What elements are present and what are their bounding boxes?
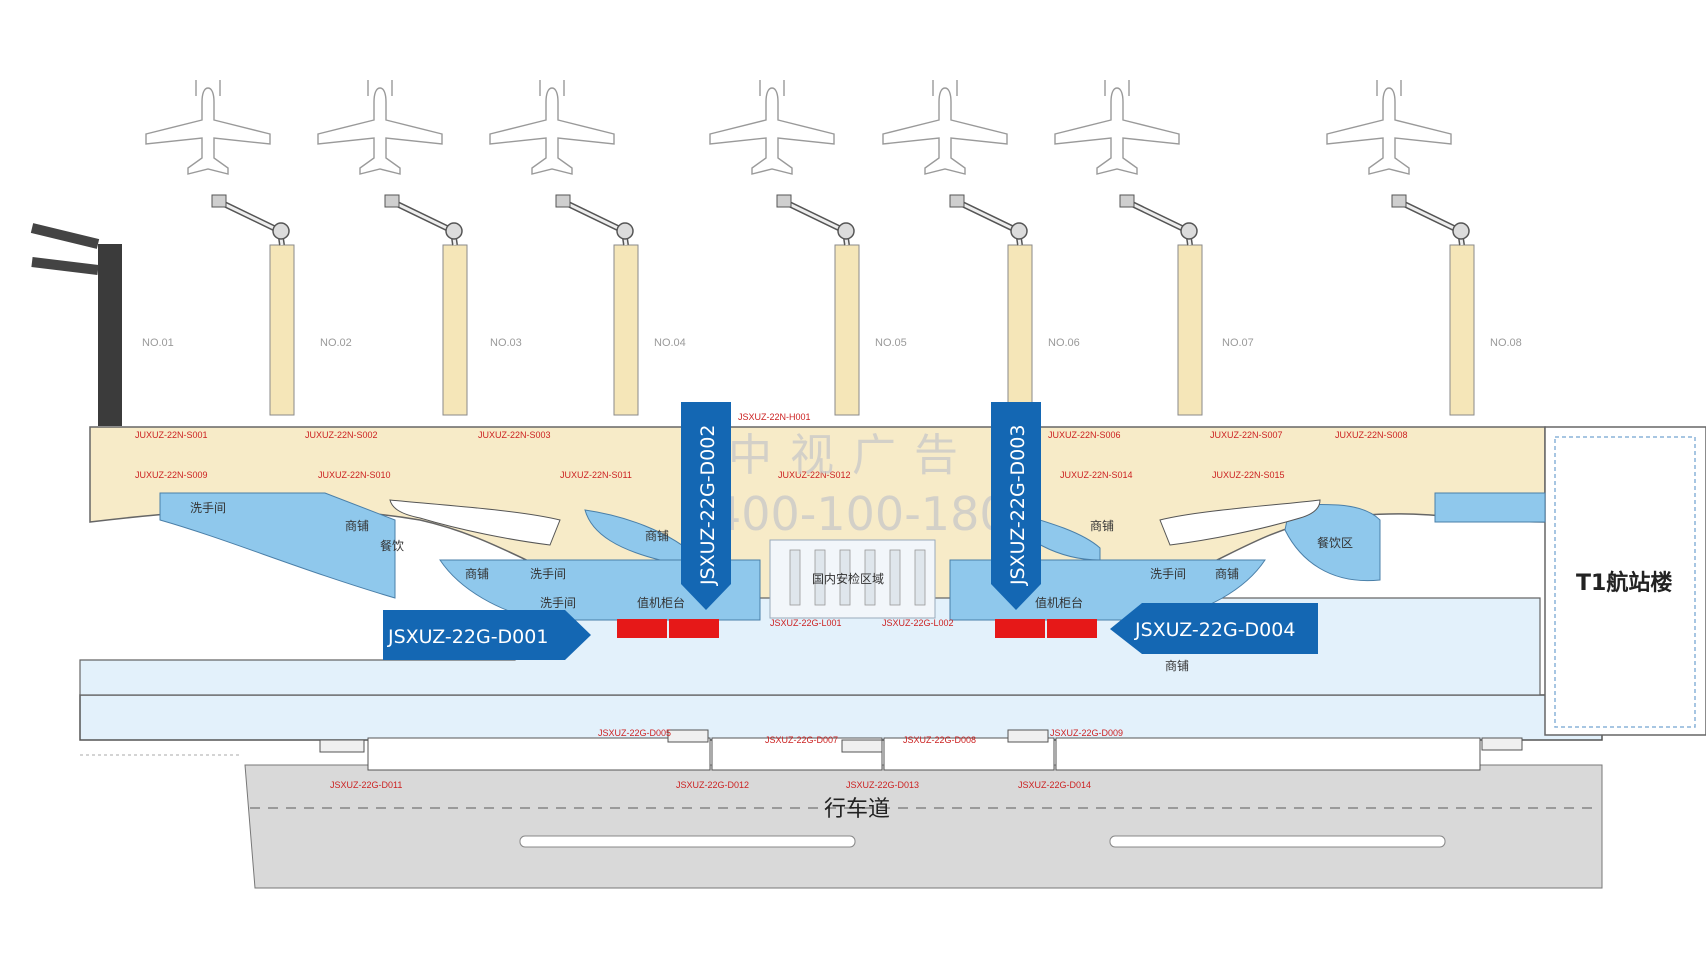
gate-number: NO.04 (654, 337, 686, 349)
ad-block (995, 619, 1045, 638)
zone-label: 洗手间 (1150, 567, 1186, 581)
media-code: JSXUZ-22G-D014 (1018, 780, 1091, 790)
seating-island-left (389, 499, 561, 546)
gate-number: NO.01 (142, 337, 174, 349)
ad-block (669, 619, 719, 638)
ad-block (617, 619, 667, 638)
media-code: JSXUZ-22G-D011 (330, 780, 402, 790)
zone-label: 商铺 (465, 566, 489, 581)
airplane-icon (882, 79, 1008, 175)
jet-bridge (777, 195, 859, 415)
zone-label: 商铺 (1215, 566, 1239, 581)
media-code: JUXUZ-22N-S006 (1048, 430, 1121, 440)
media-code: JUXUZ-22N-S009 (135, 470, 208, 480)
ad-tag-d004[interactable]: JSXUZ-22G-D004 (1110, 603, 1318, 654)
gate-number: NO.06 (1048, 337, 1080, 349)
media-code: JUXUZ-22N-S012 (778, 470, 851, 480)
media-code: JUXUZ-22N-S007 (1210, 430, 1283, 440)
gate-number: NO.08 (1490, 337, 1522, 349)
zone-label: 餐饮 (380, 538, 404, 553)
media-code: JSXUZ-22N-H001 (738, 412, 811, 422)
zone-labels: 洗手间 商铺 餐饮 商铺 洗手间 洗手间 值机柜台 商铺 商铺 值机柜台 洗手间… (190, 501, 1353, 673)
media-code: JSXUZ-22G-D005 (598, 728, 671, 738)
zone-left-block (159, 492, 396, 599)
airplane-icon (145, 79, 271, 175)
jet-bridge (556, 195, 638, 415)
ad-tag-d002[interactable]: JSXUZ-22G-D002 (681, 402, 731, 610)
media-code: JSXUZ-22G-L001 (770, 618, 842, 628)
zone-label: 餐饮区 (1317, 535, 1353, 550)
jet-bridge (1392, 195, 1474, 415)
watermark-line2: 400-100-1800 (712, 487, 1038, 541)
zone-label: 值机柜台 (1035, 595, 1083, 610)
airplane-icon (1054, 79, 1180, 175)
zone-dining-right (1284, 503, 1381, 582)
ad-tag-label: JSXUZ-22G-D002 (697, 425, 719, 586)
gate-number: NO.03 (490, 337, 522, 349)
media-code: JUXUZ-22N-S014 (1060, 470, 1133, 480)
jet-bridges (212, 195, 1474, 415)
watermark: 中视广告 400-100-1800 (712, 430, 1038, 541)
left-tower (98, 244, 122, 426)
ad-tag-label: JSXUZ-22G-D001 (387, 626, 548, 648)
jet-bridge (212, 195, 294, 415)
media-code: JUXUZ-22N-S003 (478, 430, 551, 440)
gate-number: NO.05 (875, 337, 907, 349)
zone-label: 商铺 (1165, 658, 1189, 673)
zone-label: 洗手间 (540, 596, 576, 610)
media-code: JUXUZ-22N-S008 (1335, 430, 1408, 440)
media-code: JUXUZ-22N-S011 (560, 470, 632, 480)
zone-right-strip (1434, 492, 1546, 523)
jet-bridge (385, 195, 467, 415)
zone-checkin-left (439, 559, 761, 621)
ad-tag-label: JSXUZ-22G-D004 (1134, 619, 1295, 641)
media-code: JUXUZ-22N-S015 (1212, 470, 1285, 480)
media-code: JSXUZ-22G-L002 (882, 618, 954, 628)
ad-blocks (617, 619, 1097, 638)
zone-label: 洗手间 (190, 501, 226, 515)
gate-number: NO.02 (320, 337, 352, 349)
media-code: JUXUZ-22N-S001 (135, 430, 208, 440)
media-code: JUXUZ-22N-S002 (305, 430, 378, 440)
media-code: JSXUZ-22G-D013 (846, 780, 919, 790)
airplane-icon (489, 79, 615, 175)
t1-terminal (1544, 426, 1706, 736)
media-code: JSXUZ-22G-D007 (765, 735, 838, 745)
ad-tag-label: JSXUZ-22G-D003 (1007, 425, 1029, 586)
ad-tag-d001[interactable]: JSXUZ-22G-D001 (383, 610, 591, 660)
seating-island-right (1159, 499, 1321, 546)
security-zone-label: 国内安检区域 (812, 571, 884, 586)
media-point-codes: JSXUZ-22N-H001 JUXUZ-22N-S001 JUXUZ-22N-… (135, 412, 1408, 790)
security-area: 国内安检区域 (769, 539, 936, 619)
gate-numbers: NO.01 NO.02 NO.03 NO.04 NO.05 NO.06 NO.0… (142, 337, 1522, 349)
left-boarding-arm (30, 223, 100, 275)
media-code: JUXUZ-22N-S010 (318, 470, 391, 480)
airplane-icon (1326, 79, 1452, 175)
zone-label: 洗手间 (530, 567, 566, 581)
zone-label: 值机柜台 (637, 595, 685, 610)
zone-label: 商铺 (1090, 518, 1114, 533)
gate-number: NO.07 (1222, 337, 1254, 349)
jet-bridge (950, 195, 1032, 415)
aircraft-stands (145, 79, 1452, 175)
road-label: 行车道 (824, 797, 890, 822)
t1-terminal-label: T1航站楼 (1576, 570, 1672, 596)
media-code: JSXUZ-22G-D008 (903, 735, 976, 745)
airplane-icon (709, 79, 835, 175)
ad-block (1047, 619, 1097, 638)
watermark-line1: 中视广告 (728, 430, 976, 481)
media-code: JSXUZ-22G-D009 (1050, 728, 1123, 738)
road-area: 行车道 (79, 689, 1603, 889)
zone-label: 商铺 (645, 528, 669, 543)
airplane-icon (317, 79, 443, 175)
jet-bridge (1120, 195, 1202, 415)
ad-tag-d003[interactable]: JSXUZ-22G-D003 (991, 402, 1041, 610)
media-code: JSXUZ-22G-D012 (676, 780, 749, 790)
zone-label: 商铺 (345, 518, 369, 533)
